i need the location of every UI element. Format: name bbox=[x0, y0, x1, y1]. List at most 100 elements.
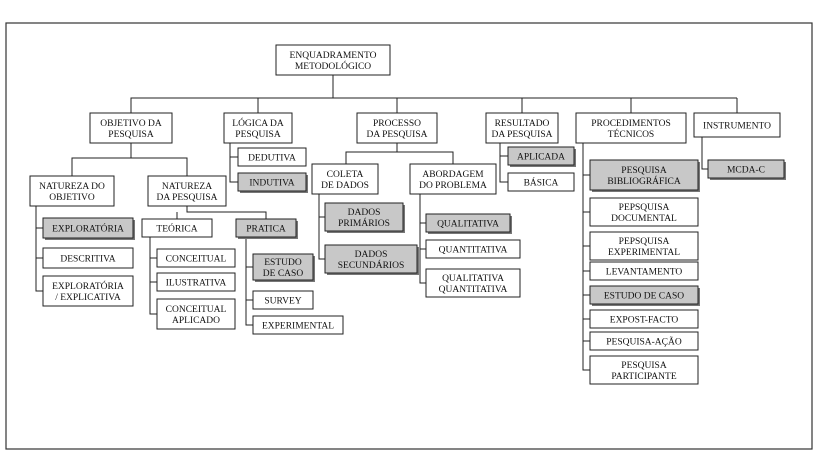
outer-frame bbox=[5, 22, 813, 450]
connector-line bbox=[149, 237, 157, 315]
node-label: PRIMÁRIOS bbox=[338, 217, 390, 229]
node-instrumento: INSTRUMENTO bbox=[693, 112, 781, 138]
node-label: BIBLIOGRÁFICA bbox=[607, 175, 681, 187]
node-box bbox=[42, 247, 134, 269]
node-label: EXPLORATÓRIA bbox=[52, 222, 124, 234]
node-label: RESULTADO bbox=[495, 119, 550, 129]
node-label: PROCESSO bbox=[373, 119, 421, 129]
connector-line bbox=[35, 206, 43, 292]
connector-line bbox=[397, 151, 454, 164]
node-box bbox=[507, 146, 575, 166]
node-survey: SURVEY bbox=[252, 290, 314, 310]
node-label: EXPLORATÓRIA bbox=[52, 280, 124, 292]
node-label: PROCEDIMENTOS bbox=[591, 119, 671, 129]
node-label: EXPOST-FACTO bbox=[610, 315, 679, 325]
node-box bbox=[425, 239, 521, 259]
node-box bbox=[589, 355, 699, 385]
node-box bbox=[589, 197, 699, 227]
node-label: SECUNDÁRIOS bbox=[338, 259, 405, 271]
node-label: COLETA bbox=[327, 170, 364, 180]
node-label: PESQUISA bbox=[235, 130, 281, 140]
node-label: QUALITATIVA bbox=[437, 219, 499, 229]
node-basica: BÁSICA bbox=[507, 172, 575, 192]
node-label: DEDUTIVA bbox=[248, 153, 296, 163]
node-label: BÁSICA bbox=[524, 176, 559, 188]
node-box bbox=[589, 231, 699, 261]
node-label: TEÓRICA bbox=[156, 222, 197, 234]
node-label: ENQUADRAMENTO bbox=[290, 51, 377, 61]
node-box bbox=[89, 112, 173, 144]
node-box bbox=[324, 202, 404, 232]
node-label: QUANTITATIVA bbox=[439, 245, 508, 255]
node-box bbox=[252, 290, 314, 310]
node-label: DADOS bbox=[355, 250, 388, 260]
node-box bbox=[156, 248, 236, 268]
node-box bbox=[409, 163, 497, 195]
node-label: PEPSQUISA bbox=[619, 203, 670, 213]
node-box bbox=[42, 275, 134, 307]
node-aplicada: APLICADA bbox=[507, 146, 576, 167]
node-expost-facto: EXPOST-FACTO bbox=[589, 309, 699, 329]
node-label: NATUREZA DO bbox=[39, 182, 105, 192]
node-label: ILUSTRATIVA bbox=[166, 278, 227, 288]
node-label: LEVANTAMENTO bbox=[606, 267, 683, 277]
node-box bbox=[156, 272, 236, 292]
node-box bbox=[589, 331, 699, 351]
node-ilustrativa: ILUSTRATIVA bbox=[156, 272, 236, 292]
node-label: MCDA-C bbox=[727, 165, 765, 175]
node-box bbox=[42, 217, 134, 239]
node-box bbox=[156, 298, 236, 330]
node-label: INDUTIVA bbox=[249, 178, 294, 188]
node-label: PRATICA bbox=[246, 224, 286, 234]
connector-line bbox=[701, 137, 708, 170]
node-label: LÓGICA DA bbox=[232, 117, 284, 129]
node-box bbox=[324, 244, 418, 274]
node-box bbox=[223, 112, 293, 144]
node-label: NATUREZA bbox=[162, 182, 212, 192]
connector-line bbox=[130, 75, 334, 113]
node-label: PESQUISA bbox=[621, 166, 667, 176]
node-box bbox=[29, 175, 115, 207]
node-label: PARTICIPANTE bbox=[611, 372, 676, 382]
node-label: ESTUDO DE CASO bbox=[604, 291, 684, 301]
node-indutiva: INDUTIVA bbox=[237, 172, 308, 193]
node-label: QUANTITATIVA bbox=[439, 285, 508, 295]
node-label: / EXPLICATIVA bbox=[55, 293, 121, 303]
node-box bbox=[141, 218, 213, 238]
node-label: PESQUISA-AÇÃO bbox=[606, 335, 682, 347]
node-label: DA PESQUISA bbox=[367, 130, 428, 140]
connector-line bbox=[245, 237, 253, 326]
node-box bbox=[485, 112, 559, 144]
node-box bbox=[356, 112, 438, 144]
node-dedutiva: DEDUTIVA bbox=[237, 147, 307, 167]
node-label: CONCEITUAL bbox=[166, 305, 227, 315]
node-label: CONCEITUAL bbox=[166, 254, 227, 264]
node-label: INSTRUMENTO bbox=[703, 121, 771, 131]
connector-line bbox=[186, 206, 267, 219]
connector-line bbox=[131, 157, 188, 176]
node-label: PEPSQUISA bbox=[619, 237, 670, 247]
connector-line bbox=[419, 194, 426, 284]
node-label: OBJETIVO DA bbox=[100, 119, 162, 129]
node-label: ABORDAGEM bbox=[422, 170, 484, 180]
node-label: PESQUISA bbox=[621, 361, 667, 371]
node-box bbox=[707, 159, 785, 179]
node-quantitativa: QUANTITATIVA bbox=[425, 239, 521, 259]
node-label: OBJETIVO bbox=[49, 193, 95, 203]
node-experimental: EXPERIMENTAL bbox=[252, 315, 344, 335]
node-label: DA PESQUISA bbox=[157, 193, 218, 203]
node-label: DO PROBLEMA bbox=[419, 181, 487, 191]
